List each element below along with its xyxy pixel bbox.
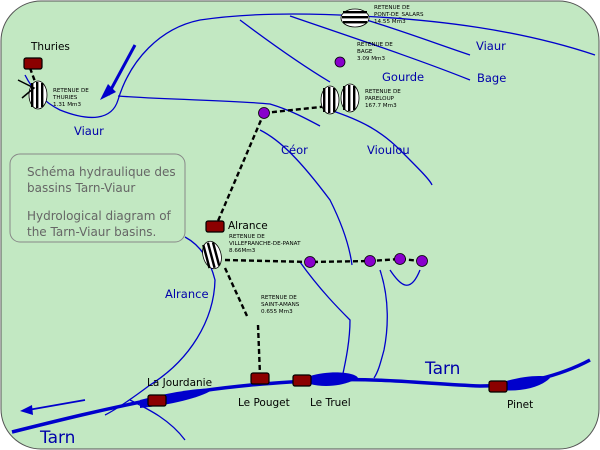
- river-label-tarn-west: Tarn: [39, 428, 75, 448]
- svg-text:RETENUE DE: RETENUE DE: [229, 234, 265, 240]
- river-tarn-widening-3: [500, 375, 550, 391]
- pipe-pareloup-ceor: [263, 104, 331, 115]
- svg-text:PONT-DE_SALARS: PONT-DE_SALARS: [374, 12, 424, 18]
- station-la-jourdanie-icon: [147, 394, 167, 407]
- river-label-viaur-west: Viaur: [74, 124, 104, 138]
- station-label-la-jourdanie: La Jourdanie: [147, 377, 212, 389]
- flow-arrow-viaur-icon: [100, 44, 137, 100]
- svg-text:VILLEFRANCHE-DE-PANAT: VILLEFRANCHE-DE-PANAT: [229, 241, 301, 247]
- river-alrance-upper: [299, 261, 351, 379]
- river-viaur-lower: [117, 95, 321, 127]
- pipe-saint-amans-pouget: [256, 324, 262, 376]
- river-gourde: [239, 19, 331, 83]
- river-ceor: [259, 129, 353, 266]
- river-label-bage: Bage: [477, 71, 506, 85]
- reservoir-label-thuries: RETENUE DE THURIES 1.31 Mm3: [52, 88, 89, 108]
- junction-alrance-4: [416, 255, 428, 267]
- junction-ceor: [258, 107, 270, 119]
- station-label-alrance: Alrance: [228, 220, 268, 232]
- svg-text:1.31 Mm3: 1.31 Mm3: [53, 102, 82, 108]
- junction-alrance-1: [304, 256, 316, 268]
- river-label-gourde: Gourde: [382, 70, 424, 84]
- river-label-ceor: Céor: [281, 143, 308, 157]
- junction-gourde: [334, 56, 346, 68]
- dam-pont-de-salars-icon: [340, 8, 370, 28]
- station-le-pouget-icon: [250, 372, 270, 385]
- river-bage: [289, 15, 471, 81]
- station-label-le-truel: Le Truel: [310, 397, 351, 409]
- reservoir-label-bage: RETENUE DE BAGE 3.09 Mm3: [357, 42, 393, 62]
- station-label-le-pouget: Le Pouget: [238, 397, 290, 409]
- svg-text:8.66Mm3: 8.66Mm3: [229, 248, 256, 254]
- svg-text:0.655 Mm3: 0.655 Mm3: [261, 309, 293, 315]
- svg-text:PARELOUP: PARELOUP: [365, 96, 395, 102]
- svg-text:THURIES: THURIES: [52, 95, 78, 101]
- svg-text:SAINT-AMANS: SAINT-AMANS: [261, 302, 300, 308]
- river-tributary-east-2: [389, 269, 421, 286]
- svg-text:RETENUE DE: RETENUE DE: [374, 5, 410, 11]
- river-label-tarn-east: Tarn: [424, 359, 460, 379]
- river-label-viaur-east: Viaur: [476, 39, 506, 53]
- reservoir-label-saint-amans: RETENUE DE SAINT-AMANS 0.655 Mm3: [261, 295, 300, 315]
- river-viaur: [24, 13, 596, 119]
- svg-text:3.09 Mm3: 3.09 Mm3: [357, 56, 386, 62]
- pipe-thuries: [28, 67, 42, 96]
- svg-text:BAGE: BAGE: [357, 49, 373, 55]
- legend-fr-line2: bassins Tarn-Viaur: [27, 181, 135, 195]
- river-tributary-east: [373, 269, 388, 379]
- river-tributary-pareloup: [329, 109, 433, 186]
- legend-fr-line1: Schéma hydraulique des: [27, 165, 176, 179]
- svg-text:RETENUE DE: RETENUE DE: [261, 295, 297, 301]
- pipe-ceor-alrance: [213, 112, 266, 229]
- legend-box: [9, 153, 186, 243]
- station-pinet-icon: [488, 380, 508, 393]
- station-label-thuries: Thuries: [30, 41, 70, 53]
- dam-thuries-icon: [17, 79, 48, 110]
- legend-en-line1: Hydrological diagram of: [27, 209, 172, 223]
- flow-arrow-tarn-icon: [20, 399, 86, 415]
- svg-text:RETENUE DE: RETENUE DE: [53, 88, 89, 94]
- reservoir-label-pont-de-salars: RETENUE DE PONT-DE_SALARS 14.55 Mm3: [374, 5, 424, 25]
- junction-alrance-2: [364, 255, 376, 267]
- station-alrance-icon: [205, 220, 225, 233]
- river-tarn-widening-2: [310, 372, 358, 386]
- station-label-pinet: Pinet: [507, 399, 533, 411]
- station-thuries-icon: [23, 57, 43, 70]
- junction-alrance-3: [394, 253, 406, 265]
- svg-text:RETENUE DE: RETENUE DE: [365, 89, 401, 95]
- river-label-vioulou: Vioulou: [367, 143, 410, 157]
- svg-text:RETENUE DE: RETENUE DE: [357, 42, 393, 48]
- station-le-truel-icon: [292, 374, 312, 387]
- pipe-alrance-saint-amans: [223, 267, 249, 317]
- legend-en-line2: the Tarn-Viaur basins.: [27, 225, 156, 239]
- reservoir-label-villefranche: RETENUE DE VILLEFRANCHE-DE-PANAT 8.66Mm3: [229, 234, 301, 254]
- svg-text:167.7 Mm3: 167.7 Mm3: [365, 103, 397, 109]
- river-bage-upper: [359, 17, 471, 56]
- reservoir-label-pareloup: RETENUE DE PARELOUP 167.7 Mm3: [365, 89, 401, 109]
- river-label-alrance: Alrance: [165, 287, 209, 301]
- svg-text:14.55 Mm3: 14.55 Mm3: [374, 19, 406, 25]
